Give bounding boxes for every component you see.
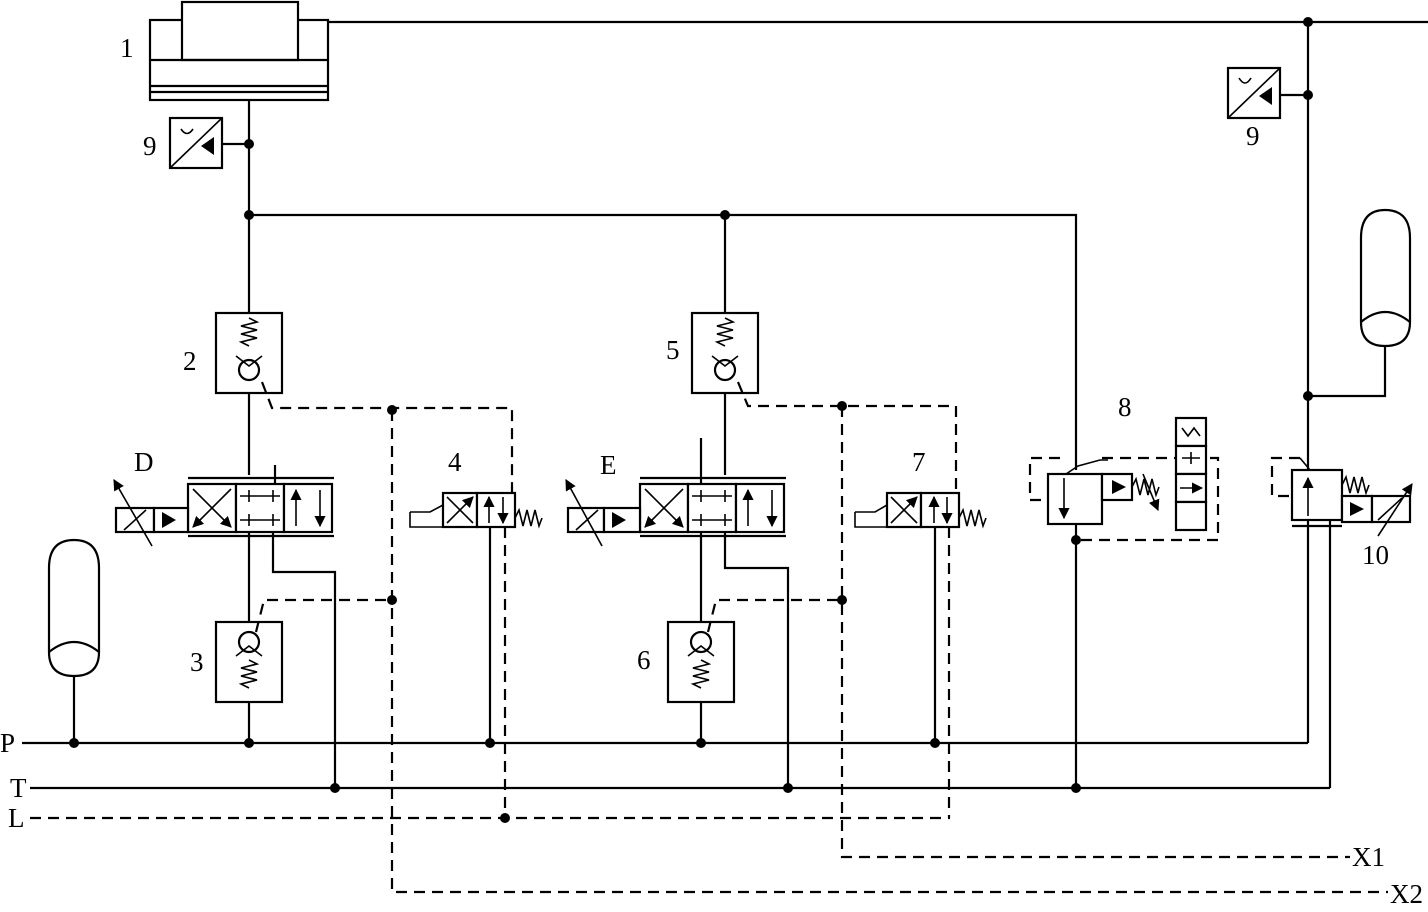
cylinder-1 <box>148 0 330 102</box>
label-1: 1 <box>120 33 134 63</box>
label-4: 4 <box>448 447 462 477</box>
directional-valve-d <box>113 465 334 547</box>
label-5: 5 <box>666 335 680 365</box>
label-t: T <box>10 773 27 803</box>
label-3: 3 <box>190 647 204 677</box>
label-10: 10 <box>1362 540 1389 570</box>
pilot-check-valve-3 <box>214 598 392 743</box>
accumulator-right <box>1308 208 1412 398</box>
directional-valve-e <box>565 438 786 547</box>
pressure-switch-9-left <box>168 116 249 170</box>
label-x2: X2 <box>1390 879 1423 907</box>
pilot-line-x1 <box>840 406 1350 859</box>
pilot-check-valve-5 <box>690 311 958 492</box>
label-2: 2 <box>183 346 197 376</box>
pressure-valve-10 <box>1270 456 1413 788</box>
label-6: 6 <box>637 645 651 675</box>
pressure-switch-9-right <box>1226 66 1308 120</box>
accumulator-left <box>47 538 101 743</box>
label-p: P <box>0 728 15 758</box>
label-l: L <box>8 803 25 833</box>
pilot-check-valve-2 <box>214 311 514 492</box>
label-9-right: 9 <box>1246 121 1260 151</box>
solenoid-valve-4 <box>409 491 543 818</box>
label-d: D <box>134 447 154 477</box>
pilot-line-x2 <box>390 410 1388 894</box>
pressure-valve-8 <box>1028 416 1220 788</box>
label-9-left: 9 <box>143 131 157 161</box>
label-e: E <box>600 450 617 480</box>
label-x1: X1 <box>1352 842 1385 872</box>
label-7: 7 <box>912 447 926 477</box>
solenoid-valve-7 <box>854 491 987 818</box>
pilot-check-valve-6 <box>666 598 842 743</box>
label-8: 8 <box>1118 392 1132 422</box>
